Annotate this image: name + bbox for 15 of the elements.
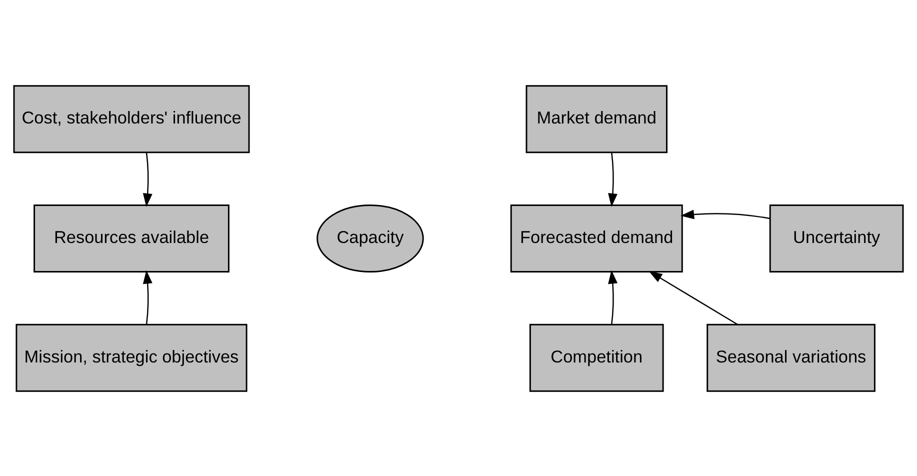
- arrow: [680, 209, 770, 219]
- node-box: Seasonal variations: [706, 323, 876, 392]
- arrow: [608, 152, 618, 206]
- node-box: Resources available: [34, 204, 230, 272]
- node-box: Forecasted demand: [510, 204, 683, 272]
- arrow: [648, 270, 738, 324]
- arrow: [608, 270, 618, 324]
- node-box: Market demand: [526, 84, 668, 153]
- node-box: Uncertainty: [769, 204, 904, 272]
- node-box: Cost, stakeholders' influence: [13, 84, 250, 153]
- arrow: [142, 270, 152, 324]
- node-box: Competition: [529, 323, 664, 392]
- node-box: Mission, strategic objectives: [16, 323, 248, 392]
- arrow: [142, 152, 152, 206]
- node-ellipse: Capacity: [316, 204, 424, 272]
